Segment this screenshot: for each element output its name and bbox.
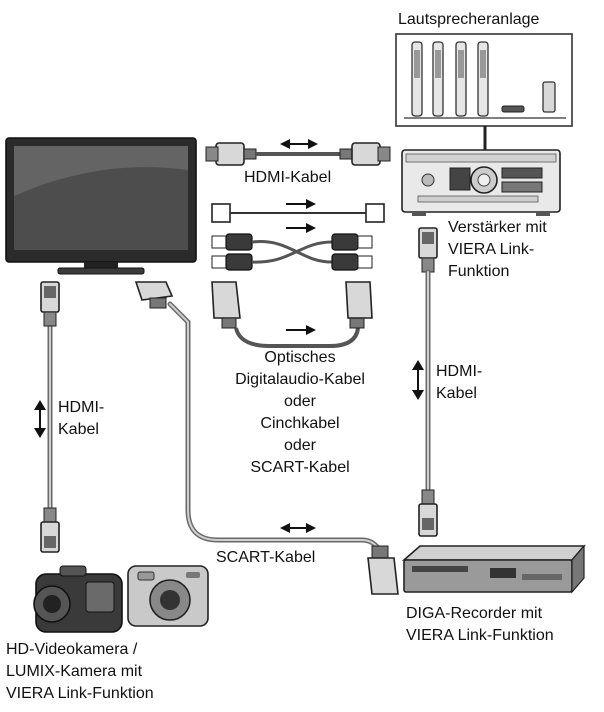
double-arrow-horizontal-scart — [280, 523, 316, 533]
alt-cables-label-4: Cinchkabel — [260, 415, 340, 432]
alt-cables-label-2: Digitalaudio-Kabel — [235, 371, 365, 388]
hdmi-cable-left-label-2: Kabel — [58, 421, 99, 438]
hdmi-plug-icon — [40, 281, 60, 327]
hdmi-plug-icon — [40, 507, 60, 553]
recorder-icon — [401, 544, 586, 594]
double-arrow-horizontal-hdmi — [280, 139, 318, 149]
tv-icon — [5, 137, 197, 275]
camera-label-1: HD-Videokamera / — [6, 641, 138, 658]
scart-cable-sample — [211, 281, 373, 348]
camera-label-3: VIERA Link-Funktion — [6, 685, 154, 702]
arrow-right-scart — [286, 325, 316, 335]
scart-cable-label: SCART-Kabel — [216, 549, 316, 566]
alt-cables-label-3: oder — [283, 393, 317, 410]
amplifier-label-2: VIERA Link- — [448, 241, 535, 258]
cinch-plug-icon — [211, 233, 373, 271]
speaker-system-icon — [395, 33, 573, 127]
camera-label-2: LUMIX-Kamera mit — [6, 663, 143, 680]
amplifier-label-3: Funktion — [448, 263, 510, 280]
hdmi-plug-icon — [418, 489, 438, 537]
hdmi-cable-left-label-1: HDMI- — [58, 399, 105, 416]
recorder-label-1: DIGA-Recorder mit — [406, 605, 543, 622]
hdmi-plug-icon — [418, 227, 438, 273]
alt-cables-label-5: oder — [283, 437, 317, 454]
amplifier-label-1: Verstärker mit — [448, 219, 547, 236]
alt-cables-label-1: Optisches — [264, 349, 336, 366]
alt-cables-label-6: SCART-Kabel — [250, 459, 350, 476]
arrow-right-cinch — [286, 223, 316, 233]
hdmi-cable-sample — [205, 142, 391, 166]
amplifier-icon — [401, 149, 561, 216]
double-arrow-vertical-left — [34, 400, 46, 438]
speaker-system-label: Lautsprecheranlage — [398, 11, 540, 28]
optical-plug-icon — [211, 203, 385, 223]
double-arrow-vertical-right — [412, 360, 424, 400]
video-camera-icon — [33, 565, 123, 633]
scart-plug-icon — [367, 545, 399, 595]
hdmi-cable-right-label-1: HDMI- — [436, 363, 483, 380]
hdmi-cable-top-label: HDMI-Kabel — [244, 169, 332, 186]
recorder-label-2: VIERA Link-Funktion — [406, 627, 554, 644]
arrow-right-optical — [286, 199, 316, 209]
scart-plug-icon — [134, 281, 174, 309]
hdmi-cable-right-label-2: Kabel — [436, 385, 477, 402]
photo-camera-icon — [127, 565, 209, 627]
